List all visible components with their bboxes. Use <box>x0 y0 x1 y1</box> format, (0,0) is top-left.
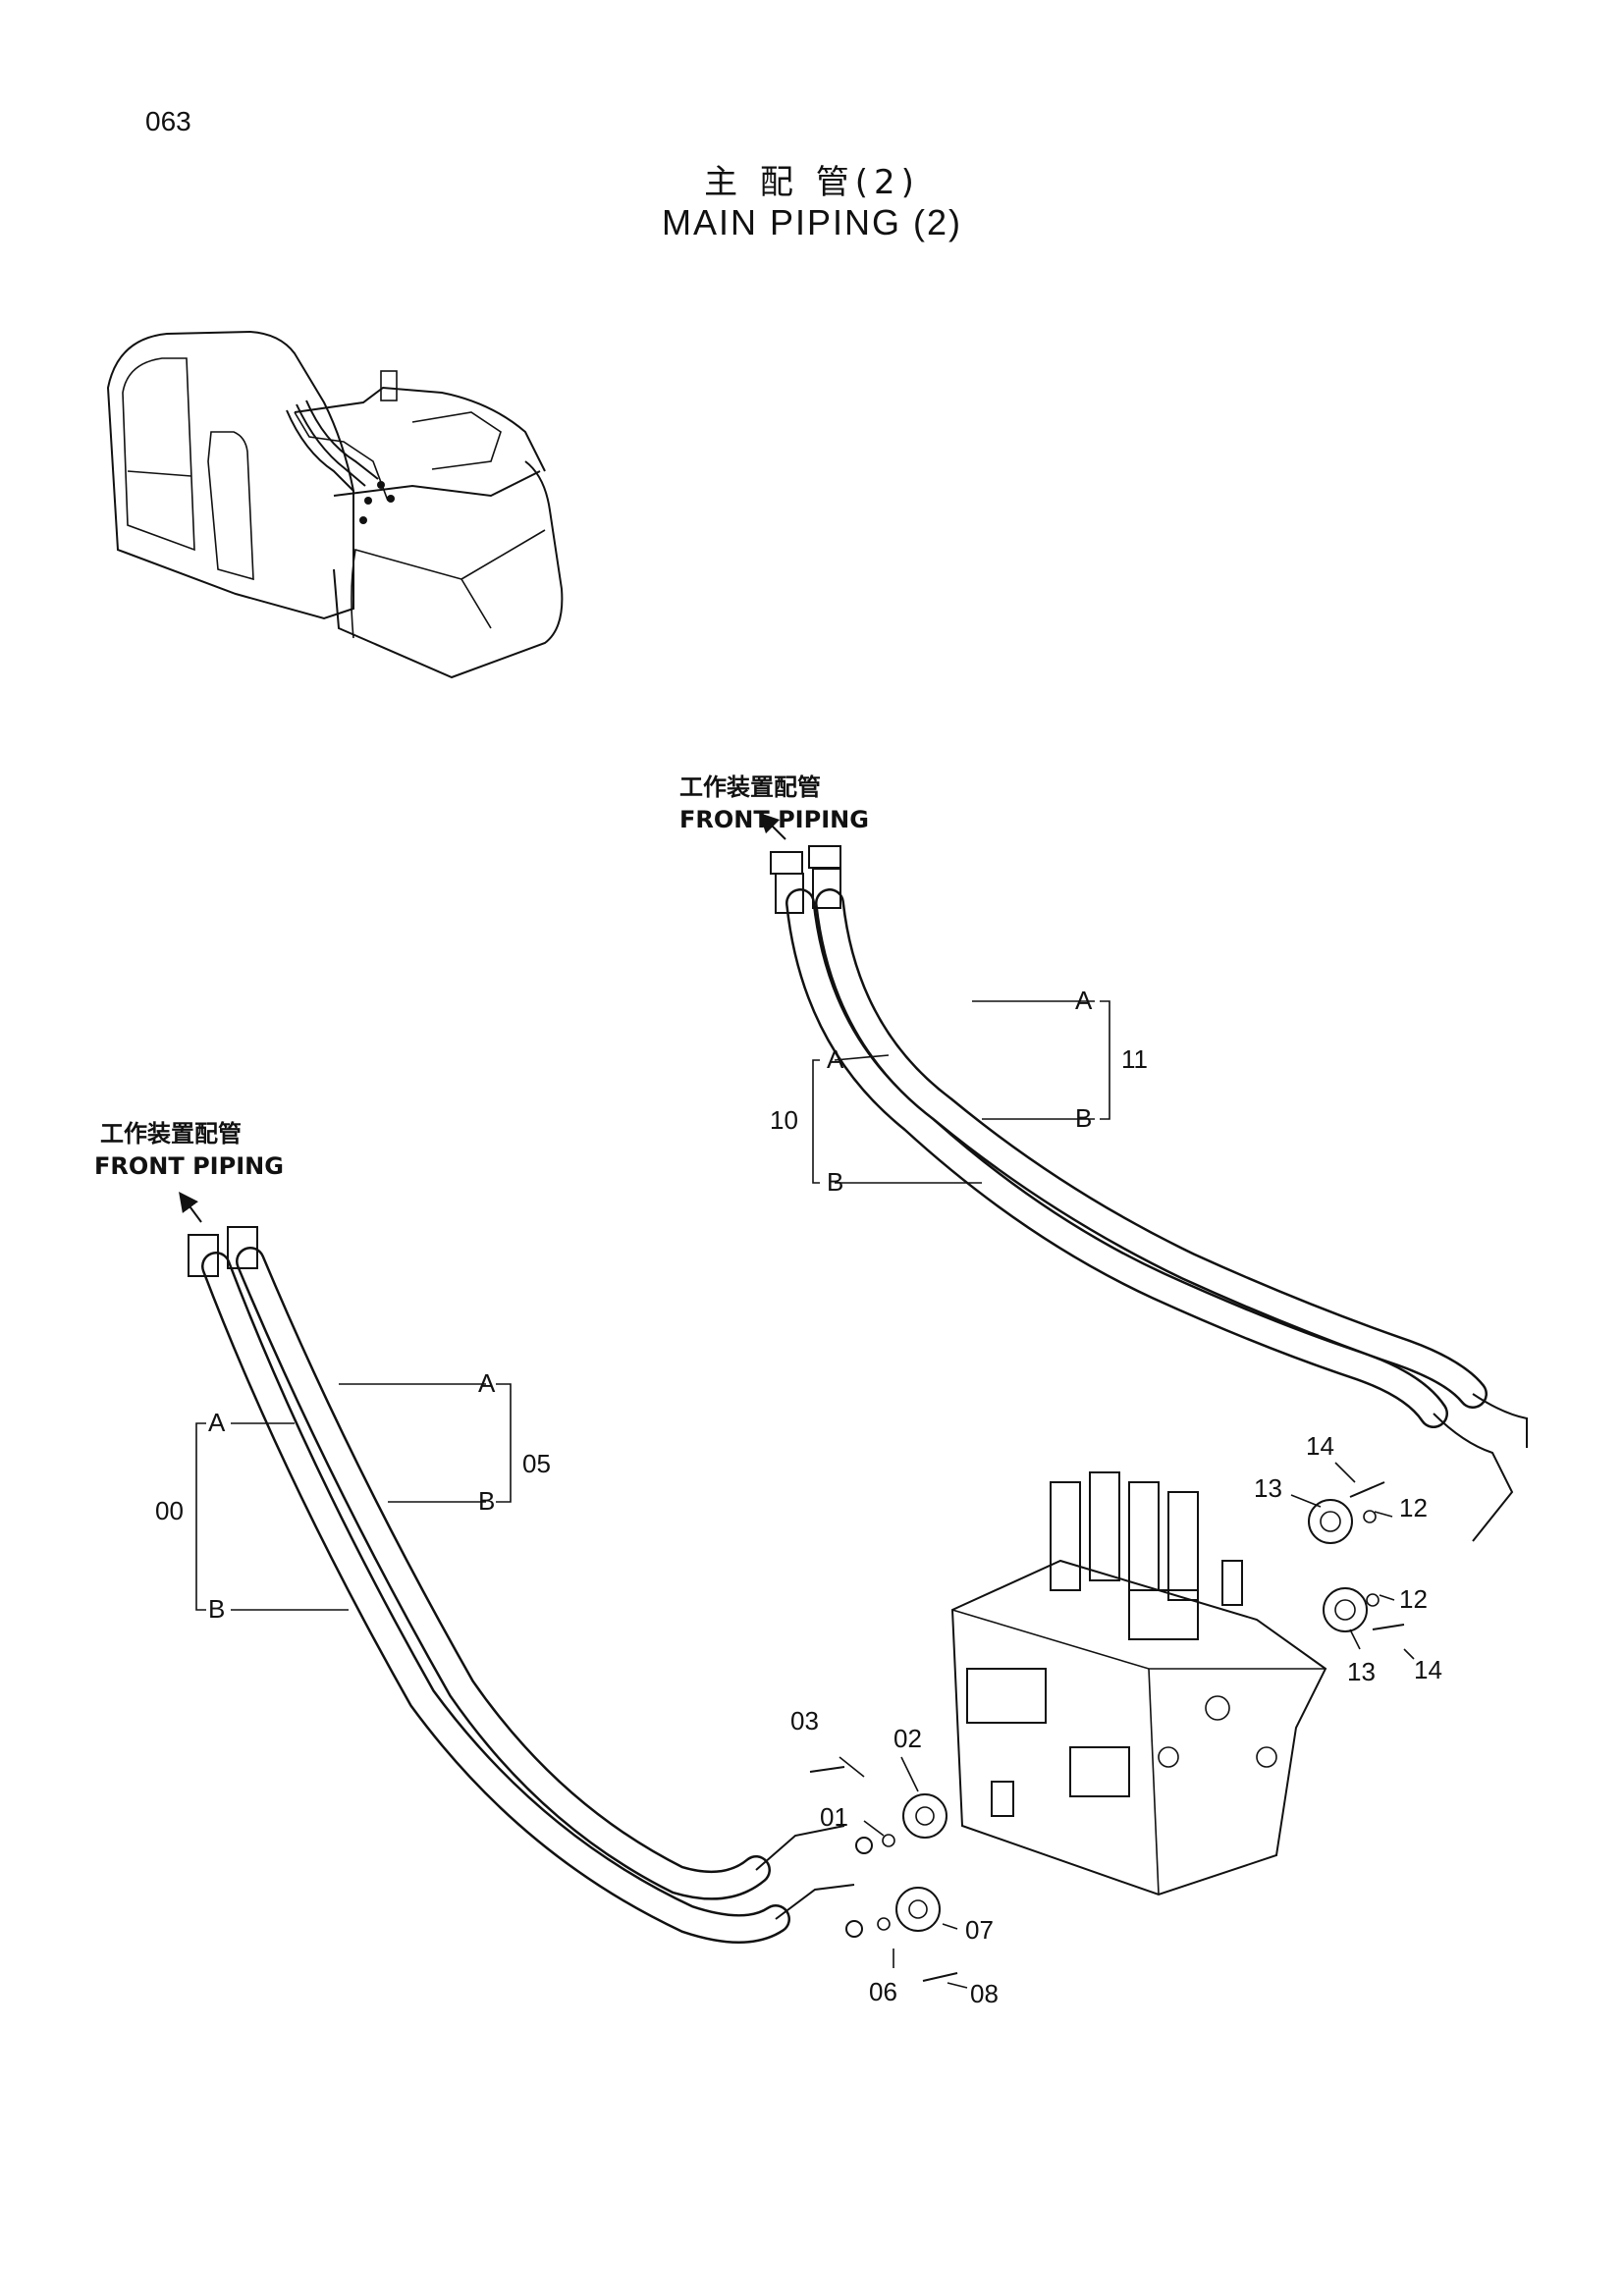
lower-hose-assembly <box>179 1191 855 1944</box>
part-12-label-upper: 12 <box>1399 1493 1428 1522</box>
part-10-label: 10 <box>770 1105 798 1135</box>
label-a-00: A <box>208 1408 226 1437</box>
part-07-label: 07 <box>965 1915 994 1945</box>
part-02-label: 02 <box>893 1724 922 1753</box>
upper-hose-assembly <box>758 812 1528 1542</box>
label-a-05: A <box>478 1368 496 1398</box>
part-00-label: 00 <box>155 1496 184 1525</box>
part-13-label-upper: 13 <box>1254 1473 1282 1503</box>
part-14-label-upper: 14 <box>1306 1431 1334 1461</box>
front-piping-cn-lower: 工作装置配管 <box>100 1120 242 1148</box>
label-a-10: A <box>827 1044 844 1074</box>
part-12-label-lower: 12 <box>1399 1584 1428 1614</box>
label-b-05: B <box>478 1486 495 1516</box>
front-piping-callout-upper: 工作装置配管 FRONT PIPING <box>679 774 869 833</box>
leader-lines <box>195 1000 1415 1989</box>
front-piping-cn-upper: 工作装置配管 <box>679 774 821 801</box>
excavator-overview <box>106 330 564 679</box>
title-english: MAIN PIPING (2) <box>661 202 963 242</box>
title-chinese: 主 配 管(2) <box>704 163 920 202</box>
part-14-label-lower: 14 <box>1414 1655 1442 1684</box>
label-b-00: B <box>208 1594 225 1624</box>
part-06-label: 06 <box>869 1977 897 2006</box>
page-number: 063 <box>145 106 191 136</box>
front-piping-en-lower: FRONT PIPING <box>94 1152 284 1180</box>
label-b-10: B <box>827 1167 843 1197</box>
label-b-11: B <box>1075 1103 1092 1133</box>
fittings <box>809 1481 1405 1982</box>
front-piping-en-upper: FRONT PIPING <box>679 806 869 833</box>
part-11-label: 11 <box>1121 1044 1148 1074</box>
label-a-11: A <box>1075 986 1093 1015</box>
part-03-label: 03 <box>790 1706 819 1735</box>
part-13-label-lower: 13 <box>1347 1657 1376 1686</box>
control-valve <box>950 1471 1327 1896</box>
front-piping-callout-lower: 工作装置配管 FRONT PIPING <box>94 1120 284 1180</box>
part-01-label: 01 <box>820 1802 848 1832</box>
part-05-label: 05 <box>522 1449 551 1478</box>
part-08-label: 08 <box>970 1979 999 2008</box>
